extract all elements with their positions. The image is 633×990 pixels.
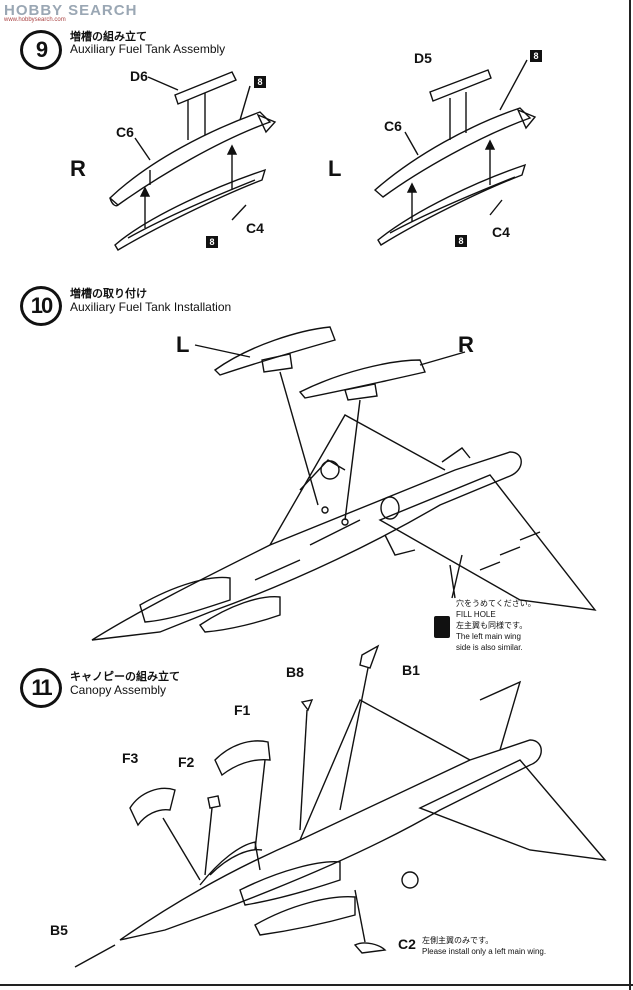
c2-install-note: 左側主翼のみです。 Please install only a left mai…	[422, 935, 546, 957]
step-10-number: 10	[20, 286, 62, 326]
note-en: FILL HOLE	[456, 610, 496, 619]
step-11-number: 11	[20, 668, 62, 708]
step-9-title-en: Auxiliary Fuel Tank Assembly	[70, 42, 226, 56]
part-label-d6: D6	[130, 68, 148, 84]
step-9-title-jp: 増槽の組み立て	[70, 31, 147, 43]
watermark-url: www.hobbysearch.com	[4, 17, 66, 23]
part-label-d5: D5	[414, 50, 432, 66]
part-label-c6-right: C6	[384, 118, 402, 134]
note-jp: 左主翼も同様です。	[456, 621, 528, 630]
side-label-l: L	[176, 332, 190, 357]
part-label-b5: B5	[50, 922, 68, 938]
side-label-r: R	[70, 156, 86, 181]
fuel-tank-r-assembly	[108, 71, 277, 251]
step-10-title-jp: 増槽の取り付け	[70, 288, 147, 300]
note-jp: 左側主翼のみです。	[422, 936, 494, 945]
note-jp: 穴をうめてください。	[456, 599, 536, 608]
part-label-b8: B8	[286, 664, 304, 680]
side-label-l: L	[328, 156, 342, 181]
note-en: Please install only a left main wing.	[422, 947, 547, 956]
page-border-bottom	[0, 984, 633, 986]
part-label-c2: C2	[398, 936, 416, 952]
paint-badge: 8	[455, 235, 467, 247]
fuel-tank-l-assembly	[373, 59, 537, 246]
side-label-r: R	[458, 332, 474, 357]
page-border-right	[629, 0, 631, 990]
part-label-f2: F2	[178, 754, 195, 770]
fill-hole-icon	[434, 616, 450, 638]
aircraft-fuel-tank-installation	[91, 326, 597, 641]
aircraft-canopy-assembly	[74, 644, 607, 968]
note-en: The left main wing	[456, 632, 521, 641]
part-label-c4-right: C4	[492, 224, 510, 240]
paint-badge: 8	[530, 50, 542, 62]
step-10-title-en: Auxiliary Fuel Tank Installation	[70, 300, 232, 314]
note-en: side is also similar.	[456, 643, 523, 652]
part-label-f3: F3	[122, 750, 139, 766]
fill-hole-note: 穴をうめてください。 FILL HOLE 左主翼も同様です。 The left …	[456, 598, 536, 653]
step-11-title-en: Canopy Assembly	[70, 683, 167, 697]
paint-badge: 8	[254, 76, 266, 88]
step-9-number: 9	[20, 30, 62, 70]
part-label-b1: B1	[402, 662, 420, 678]
part-label-f1: F1	[234, 702, 251, 718]
part-label-c6-left: C6	[116, 124, 134, 140]
part-label-c4-left: C4	[246, 220, 264, 236]
step-11-title-jp: キャノピーの組み立て	[70, 671, 180, 683]
paint-badge: 8	[206, 236, 218, 248]
watermark-text: HOBBY SEARCH	[4, 2, 138, 19]
